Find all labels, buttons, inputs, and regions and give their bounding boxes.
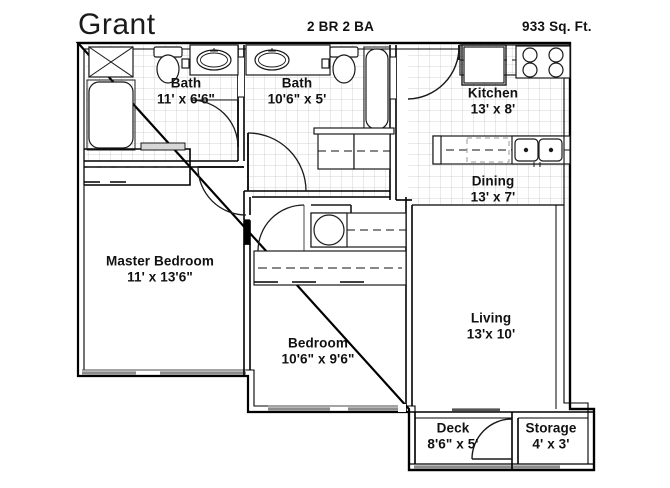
cabinets-second-bath [313, 127, 395, 170]
door-second-bath [247, 132, 307, 192]
door-master-bath [190, 99, 239, 148]
room-dimensions: 8'6" x 5' [427, 437, 479, 452]
door-master-bedroom [197, 166, 247, 216]
room-name: Deck [436, 420, 470, 436]
room-label-bath-master: Bath 11' x 6'6" [157, 76, 215, 109]
room-name: Bedroom [288, 335, 348, 351]
kitchen-fixtures [432, 44, 571, 167]
beds-baths-label: 2 BR 2 BA [307, 19, 375, 34]
square-feet-label: 933 Sq. Ft. [522, 19, 592, 34]
room-label-storage: Storage 4' x 3' [526, 421, 577, 454]
room-name: Kitchen [467, 85, 519, 101]
range-cooktop [515, 45, 571, 79]
window-sills [82, 369, 406, 407]
master-bath-fixtures [86, 44, 239, 151]
room-name: Master Bedroom [106, 253, 214, 269]
room-dimensions: 10'6" x 9'6" [281, 352, 355, 367]
room-name: Living [470, 310, 512, 326]
sink-master-bath [189, 44, 239, 76]
door-bedroom [257, 204, 305, 252]
second-bath-fixtures [245, 44, 395, 170]
bathtub-master-bath [88, 81, 134, 149]
room-name: Bath [170, 75, 202, 91]
room-label-deck: Deck 8'6" x 5' [427, 421, 478, 454]
toilet-second-bath [321, 46, 359, 84]
doors [190, 45, 513, 460]
door-storage [471, 418, 513, 460]
room-name: Dining [471, 173, 515, 189]
room-name: Bath [281, 75, 313, 91]
room-label-kitchen: Kitchen 13' x 8' [468, 86, 518, 119]
room-dimensions: 11' x 13'6" [127, 270, 193, 285]
wall-jambs [243, 220, 406, 412]
page-title: Grant [78, 8, 156, 41]
refrigerator [463, 46, 505, 84]
room-label-master-bedroom: Master Bedroom 11' x 13'6" [106, 254, 214, 287]
kitchen-sink [511, 135, 565, 167]
room-dimensions: 13' x 8' [470, 102, 516, 117]
room-dimensions: 13' x 7' [470, 190, 516, 205]
room-dimensions: 13'x 10' [466, 327, 516, 342]
bedroom-closet [253, 250, 407, 286]
room-label-bedroom: Bedroom 10'6" x 9'6" [282, 336, 355, 369]
toilet-master-bath [153, 46, 190, 84]
dishwasher [466, 137, 510, 163]
washer-dryer [310, 212, 407, 248]
door-entry [407, 45, 460, 100]
room-dimensions: 4' x 3' [532, 437, 570, 452]
windows [82, 371, 560, 469]
tile-entry [408, 45, 460, 205]
room-dimensions: 10'6" x 5' [267, 92, 327, 107]
room-label-bath-second: Bath 10'6" x 5' [268, 76, 327, 109]
room-label-living: Living 13'x 10' [467, 311, 516, 344]
room-dimensions: 11' x 6'6" [156, 92, 216, 107]
room-name: Storage [525, 420, 577, 436]
laundry-and-closets [253, 204, 407, 286]
room-label-dining: Dining 13' x 7' [471, 174, 516, 207]
bathtub-second-bath [363, 46, 391, 132]
sink-second-bath [245, 44, 331, 76]
